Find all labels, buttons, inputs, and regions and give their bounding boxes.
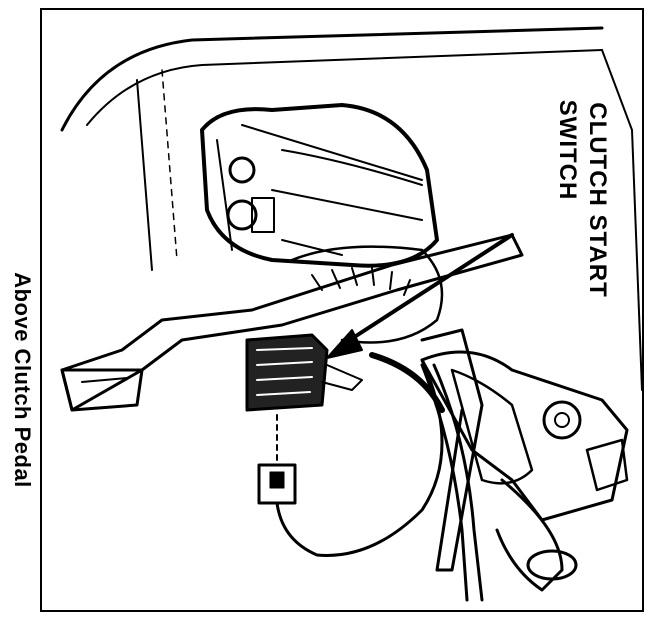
callout-arrow <box>326 233 514 359</box>
callout-label-line-2: SWITCH <box>554 99 581 201</box>
clutch-pedal-arm <box>60 233 524 412</box>
side-caption: Above Clutch Pedal <box>10 272 35 488</box>
column-housing <box>200 103 439 268</box>
dash-panel <box>60 26 604 132</box>
column-bracket <box>420 350 629 592</box>
callout-label-line-1: CLUTCH START <box>584 102 611 298</box>
wiring-harness-2 <box>420 363 469 602</box>
dash-panel-inner <box>86 49 603 126</box>
wiring-harness-3 <box>432 363 484 602</box>
switch-body <box>245 333 363 412</box>
wiring-harness <box>275 358 444 557</box>
return-spring <box>290 245 444 344</box>
dash-dashed <box>161 69 178 261</box>
master-cylinder-rod <box>420 328 484 572</box>
firewall-right <box>601 49 642 391</box>
figure-frame: CLUTCH START SWITCH <box>40 8 644 612</box>
clutch-switch-illustration <box>60 26 642 602</box>
firewall-edge <box>136 79 153 271</box>
wiring-connector <box>257 463 297 505</box>
